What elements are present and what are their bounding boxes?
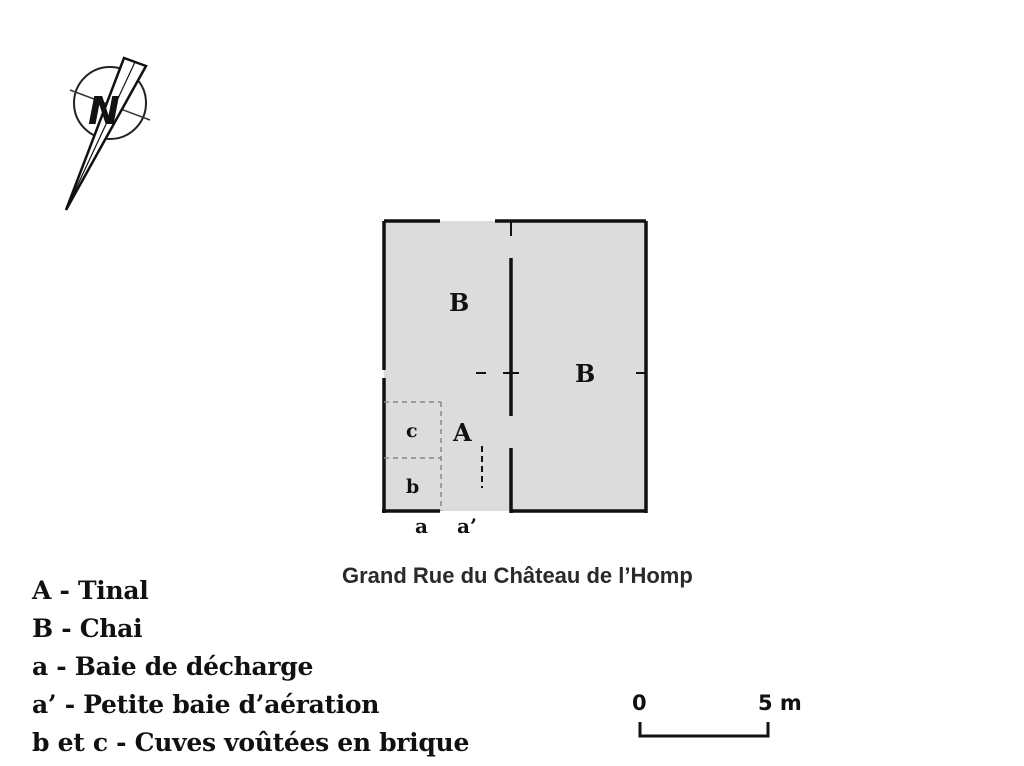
room-label-b-small: b (406, 476, 419, 498)
interior-walls (476, 221, 646, 513)
room-label-b-top: B (449, 288, 469, 317)
legend-item-cuves: b et c - Cuves voûtées en brique (32, 728, 470, 757)
legend-item-tinal: A - Tinal (32, 576, 149, 605)
scale-end-label: 5 m (758, 691, 802, 715)
room-label-b-right: B (575, 359, 595, 388)
street-name: Grand Rue du Château de l’Homp (342, 563, 693, 588)
opening-label-a-prime: a’ (457, 514, 477, 538)
room-label-a: A (452, 418, 472, 447)
north-label: N (88, 89, 120, 133)
scale-bar: 0 5 m (632, 691, 802, 738)
legend-item-baie-decharge: a - Baie de décharge (32, 652, 314, 681)
legend-item-chai: B - Chai (32, 614, 143, 643)
outer-walls (382, 219, 648, 513)
scale-start-label: 0 (632, 691, 647, 715)
opening-label-a: a (415, 514, 428, 538)
north-arrow-icon: N (64, 56, 151, 211)
building-footprint (384, 221, 646, 511)
room-label-c: c (406, 420, 418, 442)
vaulted-tanks (384, 401, 442, 511)
legend: A - Tinal B - Chai a - Baie de décharge … (32, 572, 469, 762)
legend-item-baie-aeration: a’ - Petite baie d’aération (32, 690, 380, 719)
